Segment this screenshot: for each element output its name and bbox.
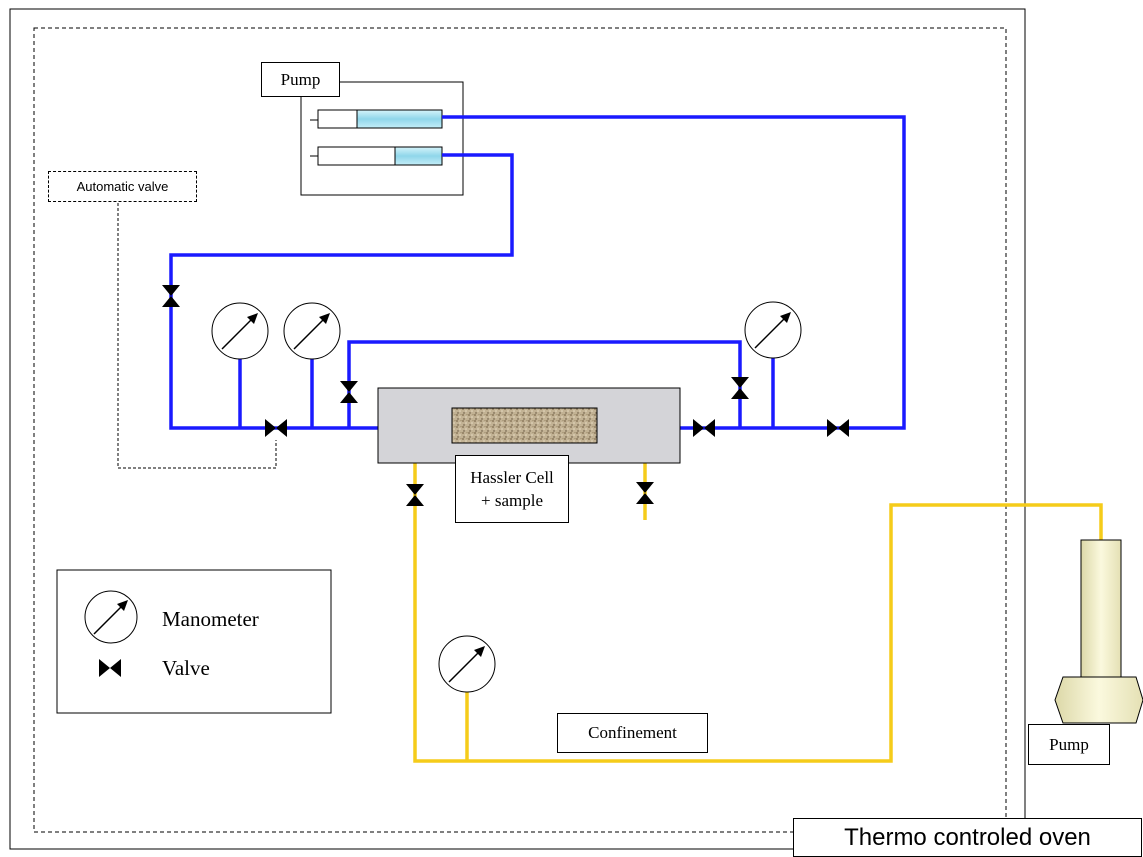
valve-icon: [162, 285, 180, 307]
hassler-cell-label: Hassler Cell + sample: [455, 455, 569, 523]
hassler-cell-label-line2: + sample: [481, 491, 543, 510]
oven-label-text: Thermo controled oven: [844, 823, 1091, 851]
blue-flow-lines: [169, 115, 906, 430]
automatic-valve-label: Automatic valve: [48, 171, 197, 202]
manometer-icon: [211, 302, 269, 360]
valve-icon: [340, 381, 358, 403]
oven-inner-dashed: [33, 27, 1007, 833]
valve-icon: [265, 419, 287, 437]
pump-right-label: Pump: [1028, 724, 1110, 765]
confinement-label-text: Confinement: [588, 723, 677, 742]
automatic-valve-label-text: Automatic valve: [76, 179, 169, 194]
sample-core: [451, 407, 598, 444]
manometer-icon: [283, 302, 341, 360]
pump-top-body: [300, 81, 464, 196]
valve-icon: [827, 419, 849, 437]
pump-top-label-text: Pump: [280, 69, 321, 89]
syringe-icon: [310, 146, 443, 166]
pump-top-label: Pump: [261, 62, 340, 97]
oven-outer-frame: [9, 8, 1026, 850]
manometer-icon: [438, 635, 496, 693]
valve-icon: [636, 482, 654, 504]
pump-right-label-text: Pump: [1049, 734, 1089, 754]
automatic-valve-signal-line: [117, 203, 277, 469]
oven-label: Thermo controled oven: [793, 818, 1142, 857]
hassler-cell-label-line1: Hassler Cell: [470, 468, 554, 487]
valve-icon: [693, 419, 715, 437]
legend-valve-label: Valve: [162, 656, 210, 680]
legend-manometer-label: Manometer: [162, 607, 259, 631]
manometer-icon: [744, 301, 802, 359]
pump-icon: [1054, 539, 1143, 724]
valve-icon: [406, 484, 424, 506]
confinement-label: Confinement: [557, 713, 708, 753]
legend-box: [56, 569, 332, 714]
valve-icon: [731, 377, 749, 399]
syringe-icon: [310, 109, 443, 129]
manometer-icon: [84, 590, 138, 644]
